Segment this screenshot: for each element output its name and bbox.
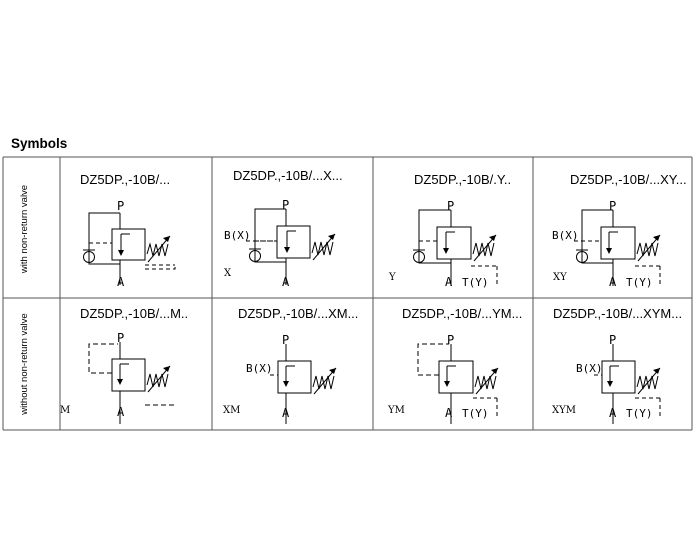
cell-title: DZ5DP.,-10B/...XY... [570,172,687,187]
adjust-arrow-icon [163,236,170,242]
flow-arrow-icon [117,379,123,385]
cell-title: DZ5DP.,-10B/...XYM... [553,306,682,321]
adjust-arrow-icon [163,366,170,372]
table-grid [2,156,693,431]
port-p-label: P [117,331,124,345]
valve-symbol [270,344,337,424]
adjust-arrow-icon [489,235,496,241]
port-p-label: P [282,198,289,212]
row-label-without-non-return-valve: without non-return valve [19,313,30,415]
variant-suffix: M [60,405,70,416]
variant-suffix: XYM [552,405,576,416]
cell-title: DZ5DP.,-10B/.Y.. [414,172,511,187]
variant-suffix: XY [553,272,567,283]
port-p-label: P [282,333,289,347]
port-p-label: P [609,199,616,213]
variant-suffix: XM [223,405,240,416]
port-t-label: T(Y) [462,276,489,289]
valve-symbol [413,209,498,286]
cell-title: DZ5DP.,-10B/...YM... [402,306,522,321]
symbol-cell-dz5dp-y: DZ5DP.,-10B/.Y.. P A T(Y) Y [388,172,511,289]
port-a-label: A [117,405,125,419]
cell-title: DZ5DP.,-10B/...M.. [80,306,188,321]
variant-suffix: X [224,268,232,279]
port-a-label: A [117,275,125,289]
variant-suffix: YM [387,405,405,416]
adjust-arrow-icon [328,234,335,240]
flow-arrow-icon [283,381,289,387]
flow-arrow-icon [444,381,450,387]
port-t-label: T(Y) [626,276,653,289]
port-p-label: P [609,333,616,347]
valve-symbol [574,209,661,286]
port-x-label: B(X) [576,362,603,375]
variant-suffix: Y [388,272,396,283]
flow-arrow-icon [284,247,290,253]
flow-arrow-icon [607,381,613,387]
port-p-label: P [447,199,454,213]
symbol-cell-dz5dp-xm: DZ5DP.,-10B/...XM... P A B(X) XM [223,306,358,424]
adjust-arrow-icon [491,368,498,374]
valve-symbol [246,208,336,285]
adjust-arrow-icon [653,235,660,241]
section-heading: Symbols [11,136,68,151]
symbol-cell-dz5dp: DZ5DP.,-10B/... P A [80,172,176,289]
cell-title: DZ5DP.,-10B/... [80,172,170,187]
adjust-arrow-icon [329,368,336,374]
port-x-label: B(X) [552,229,579,242]
row-label-with-non-return-valve: with non-return valve [19,185,30,274]
port-a-label: A [282,275,290,289]
port-x-label: B(X) [224,229,251,242]
port-a-label: A [282,406,290,420]
valve-symbol [83,212,176,285]
symbol-cell-dz5dp-xym: DZ5DP.,-10B/...XYM... P A T(Y) B(X) XYM [552,306,682,424]
port-a-label: A [445,275,453,289]
port-x-label: B(X) [246,362,273,375]
symbol-cell-dz5dp-x: DZ5DP.,-10B/...X... P A B(X) X [224,168,343,289]
port-p-label: P [447,333,454,347]
adjust-arrow-icon [653,368,660,374]
cell-title: DZ5DP.,-10B/...XM... [238,306,358,321]
port-t-label: T(Y) [626,407,653,420]
symbol-cell-dz5dp-m: DZ5DP.,-10B/...M.. P A M [60,306,188,424]
valve-symbol [88,342,175,424]
port-a-label: A [445,406,453,420]
cell-title: DZ5DP.,-10B/...X... [233,168,343,183]
symbol-cell-dz5dp-xy: DZ5DP.,-10B/...XY... P A T(Y) B(X) XY [552,172,687,289]
valve-symbol [594,344,661,424]
port-a-label: A [609,406,617,420]
port-a-label: A [609,275,617,289]
flow-arrow-icon [443,248,449,254]
valve-symbol [417,343,499,424]
flow-arrow-icon [606,248,612,254]
flow-arrow-icon [118,250,124,256]
port-t-label: T(Y) [462,407,489,420]
symbol-cell-dz5dp-ym: DZ5DP.,-10B/...YM... P A T(Y) YM [387,306,522,424]
port-p-label: P [117,199,124,213]
